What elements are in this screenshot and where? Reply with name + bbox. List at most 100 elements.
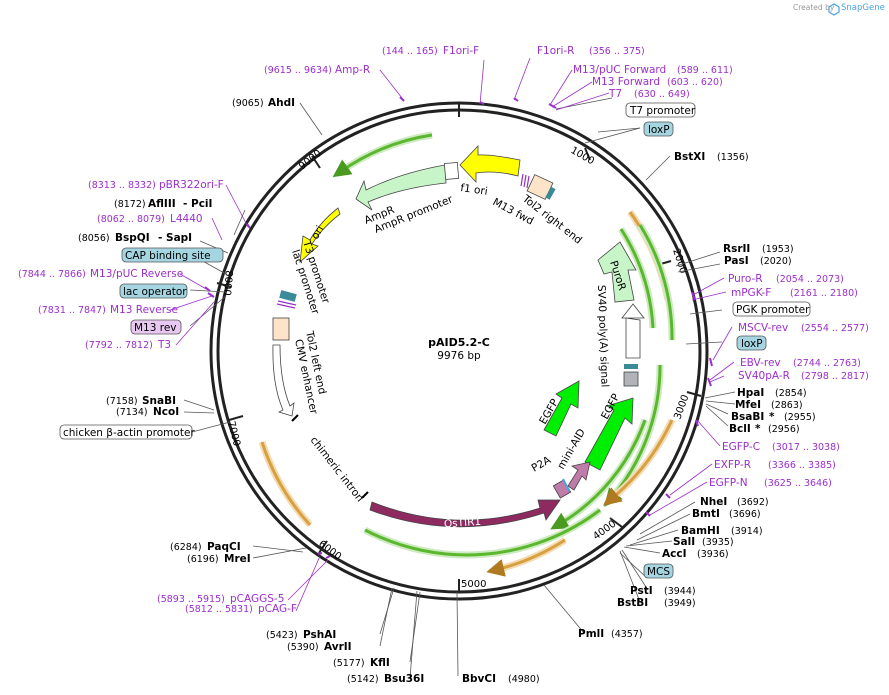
primer-t3[interactable]: T3	[157, 339, 171, 351]
enzyme-nhei[interactable]: NheI	[700, 496, 727, 508]
enzyme-bcli[interactable]: BclI	[729, 423, 751, 435]
lac-operator-box-label: lac operator	[123, 286, 187, 298]
enzyme-bstbi[interactable]: BstBI	[617, 597, 648, 609]
primer-pcag-f[interactable]: pCAG-F	[258, 603, 297, 615]
loxp-right-box[interactable]: loxP	[736, 335, 767, 351]
egfp-feature-1[interactable]	[543, 380, 580, 437]
enzyme-kfli[interactable]: KflI	[370, 657, 390, 669]
pgk-promoter-feature[interactable]	[621, 303, 645, 359]
primer-m13-forward[interactable]: M13 Forward	[592, 76, 660, 88]
cmv-enhancer-bar	[291, 414, 299, 422]
loxp-right-feature[interactable]	[624, 364, 638, 369]
primer-m13puc-forward[interactable]: M13/pUC Forward	[573, 64, 666, 76]
primer-f1ori-f[interactable]: F1ori-F	[443, 45, 479, 57]
mcs-box-label: MCS	[647, 566, 670, 578]
enzyme-pmli-pos: (4357)	[611, 629, 643, 640]
chicken-beta-actin-promoter-box[interactable]: chicken β-actin promoter	[59, 424, 195, 440]
pgk-promoter-box[interactable]: PGK promoter	[732, 301, 811, 317]
t7-promoter-box-label: T7 promoter	[629, 105, 696, 117]
ostir1-feature[interactable]	[369, 499, 561, 528]
p2a-stripe	[562, 478, 570, 492]
primer-puro-r[interactable]: Puro-R	[728, 273, 763, 285]
enzyme-bspqi-suffix[interactable]: - SapI	[158, 232, 192, 244]
mini-aid-feature[interactable]	[567, 461, 591, 491]
primer-mscv-rev[interactable]: MSCV-rev	[738, 322, 788, 334]
enzyme-mrei-pos: (6196)	[187, 554, 219, 565]
primer-pbr322ori-f-range: (8313 .. 8332)	[88, 180, 156, 191]
lac-operator-box[interactable]: lac operator	[119, 283, 188, 299]
loxp-right-box-label: loxP	[741, 338, 763, 350]
enzyme-labels: (9065) AhdI BstXI (1356) (8172) AflIII -…	[78, 97, 816, 685]
pgk-promoter-box-label: PGK promoter	[736, 304, 810, 316]
enzyme-afliii-suffix[interactable]: - PciI	[183, 198, 212, 210]
ampr-feature[interactable]	[355, 164, 447, 211]
loxp-top-feature[interactable]	[545, 186, 556, 200]
enzyme-bsu36i[interactable]: Bsu36I	[384, 673, 424, 685]
primer-sv40pa-r[interactable]: SV40pA-R	[738, 370, 790, 382]
enzyme-paqci[interactable]: PaqCI	[207, 541, 241, 553]
primer-ebv-rev[interactable]: EBV-rev	[740, 357, 781, 369]
tol2-left-end-feature[interactable]	[272, 317, 290, 341]
enzyme-bstxi[interactable]: BstXI	[674, 151, 705, 163]
enzyme-ncoi[interactable]: NcoI	[153, 406, 179, 418]
enzyme-avrii[interactable]: AvrII	[324, 641, 352, 653]
enzyme-bmti[interactable]: BmtI	[692, 508, 720, 520]
enzyme-bspqi[interactable]: BspQI	[115, 232, 150, 244]
primer-t7-range: (630 .. 649)	[634, 89, 690, 100]
egfp-feature-2[interactable]	[584, 397, 634, 471]
m13-fwd-feature[interactable]	[520, 173, 530, 189]
enzyme-bbvci[interactable]: BbvCI	[462, 673, 496, 685]
enzyme-mrei[interactable]: MreI	[224, 553, 251, 565]
enzyme-bamhi[interactable]: BamHI	[681, 525, 720, 537]
tick-4000: 4000	[591, 519, 618, 543]
enzyme-bsabi[interactable]: BsaBI	[731, 411, 764, 423]
enzyme-psti[interactable]: PstI	[630, 585, 653, 597]
enzyme-ahdi[interactable]: AhdI	[268, 97, 295, 109]
enzyme-mfei[interactable]: MfeI	[735, 399, 761, 411]
cap-binding-site-box-label: CAP binding site	[125, 250, 211, 262]
primer-amp-r-range: (9615 .. 9634)	[264, 65, 332, 76]
primer-egfp-n[interactable]: EGFP-N	[709, 477, 748, 489]
enzyme-snabi[interactable]: SnaBI	[142, 395, 176, 407]
f1-ori-feature[interactable]	[459, 144, 521, 184]
cap-binding-site-box[interactable]: CAP binding site	[121, 247, 224, 263]
primer-m13puc-reverse[interactable]: M13/pUC Reverse	[90, 268, 183, 280]
loxp-top-box[interactable]: loxP	[643, 121, 674, 137]
primer-pcaggs-5[interactable]: pCAGGS-5	[230, 593, 284, 605]
primer-m13-reverse-range: (7831 .. 7847)	[38, 305, 106, 316]
enzyme-acci[interactable]: AccI	[662, 548, 686, 560]
primer-m13puc-forward-range: (589 .. 611)	[677, 65, 733, 76]
enzyme-avrii-pos: (5390)	[287, 642, 319, 653]
puror-feature[interactable]	[597, 241, 637, 303]
enzyme-pasi[interactable]: PasI	[724, 255, 749, 267]
lac-operator-feature[interactable]	[279, 290, 297, 302]
enzyme-afliii-pos: (8172)	[114, 199, 146, 210]
primer-egfp-c[interactable]: EGFP-C	[722, 441, 760, 453]
primer-m13-reverse[interactable]: M13 Reverse	[110, 304, 178, 316]
enzyme-rsrii[interactable]: RsrII	[723, 243, 750, 255]
ampr-promoter-feature[interactable]	[443, 161, 460, 180]
m13-rev-box[interactable]: M13 rev	[130, 319, 182, 335]
primer-t7[interactable]: T7	[608, 88, 622, 100]
primer-mpgk-f[interactable]: mPGK-F	[731, 287, 771, 299]
primer-sv40pa-r-range: (2798 .. 2817)	[801, 371, 869, 382]
enzyme-sali[interactable]: SalI	[673, 536, 695, 548]
primer-f1ori-r[interactable]: F1ori-R	[537, 45, 574, 57]
primer-ebv-rev-range: (2744 .. 2763)	[793, 358, 861, 369]
ori-feature[interactable]	[299, 207, 341, 263]
primer-pbr322ori-f[interactable]: pBR322ori-F	[159, 179, 224, 191]
ticks	[216, 103, 702, 593]
primer-amp-r[interactable]: Amp-R	[335, 64, 370, 76]
enzyme-pmli[interactable]: PmlI	[578, 628, 604, 640]
lac-promoter-feature[interactable]	[276, 300, 297, 309]
primer-labels: (144 .. 165) F1ori-F (9615 .. 9634) Amp-…	[18, 45, 869, 615]
primer-l4440[interactable]: L4440	[170, 213, 203, 225]
t7-promoter-box[interactable]: T7 promoter	[625, 102, 696, 118]
enzyme-afliii[interactable]: AflIII	[148, 198, 176, 210]
mcs-box[interactable]: MCS	[643, 563, 674, 579]
cmv-enhancer-feature[interactable]	[272, 344, 295, 417]
sv40-polya-feature[interactable]	[623, 371, 639, 387]
primer-exfp-r[interactable]: EXFP-R	[714, 459, 751, 471]
enzyme-hpai[interactable]: HpaI	[737, 387, 764, 399]
enzyme-pshai[interactable]: PshAI	[303, 629, 336, 641]
